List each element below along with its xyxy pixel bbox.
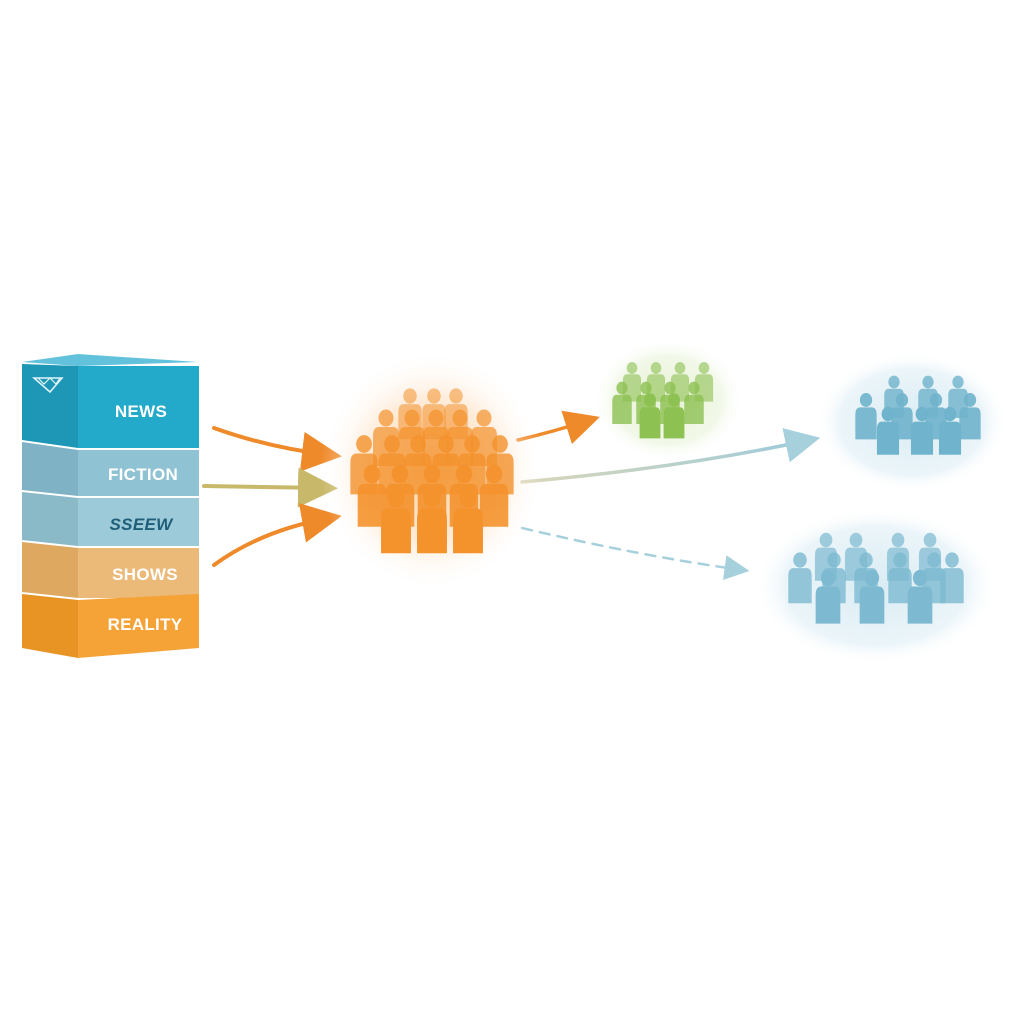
- arrows: [202, 410, 821, 581]
- stack-segment-news: NEWS: [22, 364, 199, 448]
- green-audience-people: [612, 362, 714, 439]
- green-audience-person: [639, 393, 661, 439]
- stack-label-fiction: FICTION: [108, 465, 178, 484]
- stack-segment-fiction: FICTION: [22, 442, 199, 496]
- blue-audience-bottom-person: [907, 569, 933, 624]
- media-stack: NEWS FICTION SSEEW SHOWS: [22, 354, 199, 658]
- stack-segment-sseew: SSEEW: [22, 492, 199, 546]
- stack-label-sseew: SSEEW: [110, 515, 175, 534]
- stack-label-news: NEWS: [115, 402, 167, 421]
- stack-segment-reality: REALITY: [22, 594, 199, 658]
- stack-segment-shows: SHOWS: [22, 542, 199, 598]
- central-audience-person: [381, 488, 411, 554]
- stack-top-face: [22, 354, 198, 366]
- blue-audience-bottom-person: [859, 569, 885, 624]
- blue-audience-top-people: [855, 375, 981, 455]
- blue-audience-bottom-person: [940, 552, 964, 604]
- blue-audience-top-person: [959, 393, 981, 440]
- green-audience-person: [684, 381, 704, 424]
- arrow-to-blue-top-group: [520, 428, 821, 484]
- blue-audience-top-person: [855, 393, 877, 440]
- green-audience-person: [663, 393, 685, 439]
- arrow-fiction-to-audience: [202, 467, 338, 508]
- stack-label-reality: REALITY: [108, 615, 183, 634]
- blue-audience-top-person: [938, 406, 962, 455]
- central-audience-person: [357, 464, 387, 527]
- arrow-to-blue-bottom-group: [520, 526, 750, 581]
- arrow-news-to-audience: [212, 426, 342, 472]
- central-audience-person: [479, 464, 509, 527]
- diamond-logo-icon: [31, 377, 64, 394]
- blue-audience-bottom-people: [788, 532, 964, 624]
- central-audience-people: [350, 388, 514, 554]
- blue-audience-bottom-person: [788, 552, 812, 604]
- blue-audience-bottom-person: [815, 569, 841, 624]
- green-audience-person: [612, 381, 632, 424]
- stack-label-shows: SHOWS: [112, 565, 178, 584]
- blue-audience-top-person: [910, 406, 934, 455]
- central-audience-person: [417, 488, 447, 554]
- central-audience-person: [453, 488, 483, 554]
- blue-audience-top-person: [876, 406, 900, 455]
- blue-audience-bottom-person: [888, 552, 912, 604]
- arrow-shows-to-audience: [212, 503, 342, 567]
